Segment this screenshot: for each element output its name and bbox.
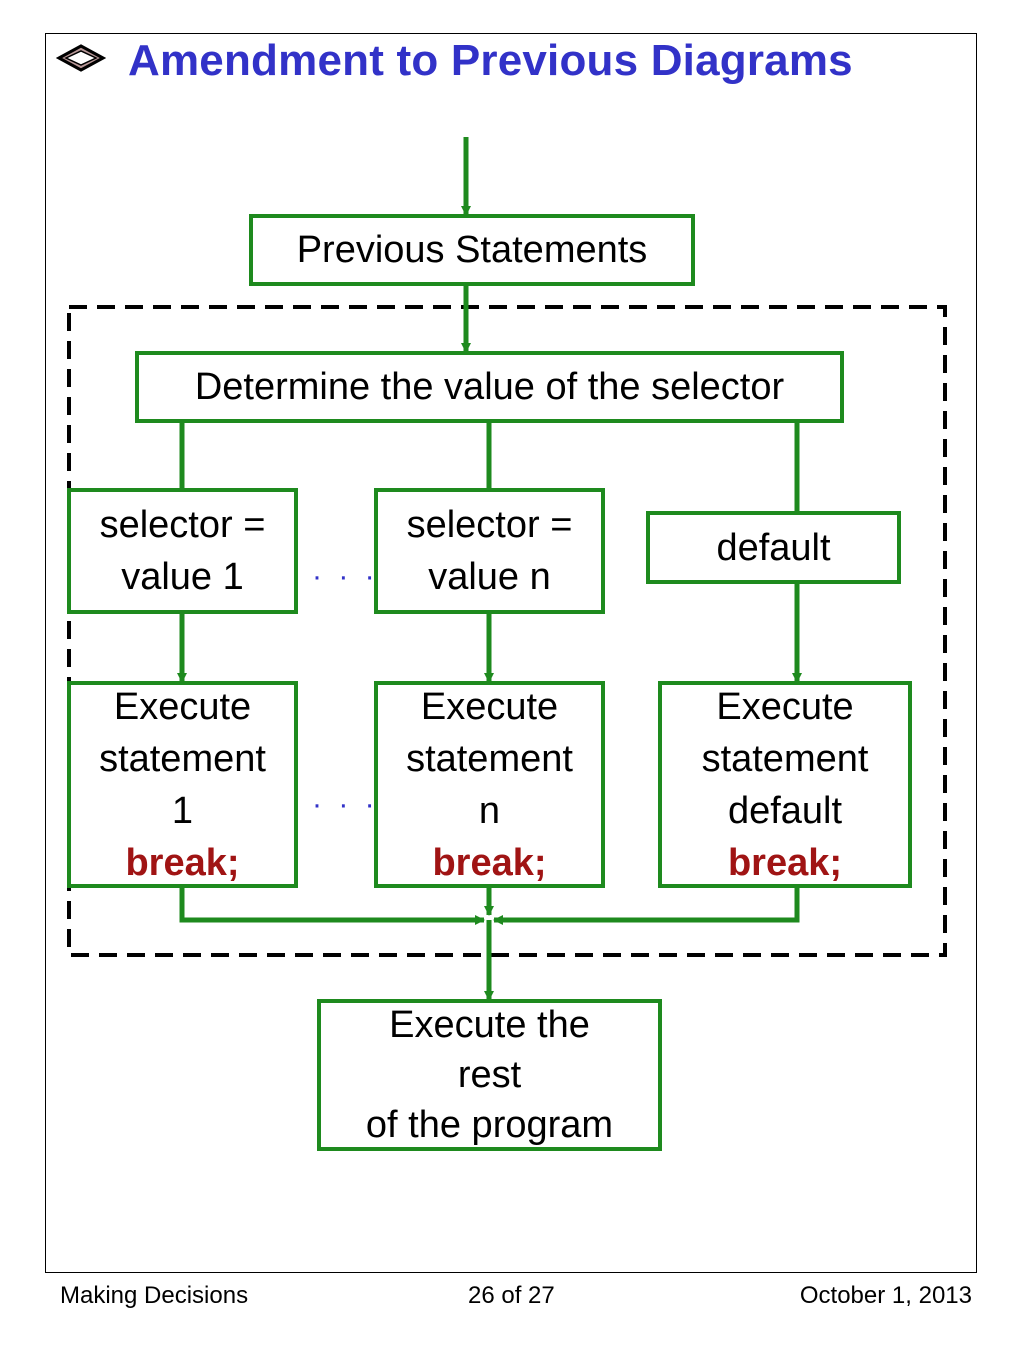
switch-statement-boundary [67,305,947,957]
execute-rest-box: Execute the rest of the program [317,999,662,1151]
execute-1-line1: Execute [113,685,252,728]
execute-statement-default-box: Execute statement default break; [658,681,912,888]
case-value-1-line1: selector = [99,504,266,546]
execute-1-line3: 1 [171,789,194,832]
case-value-1-line2: value 1 [121,556,244,598]
determine-selector-box: Determine the value of the selector [135,351,844,423]
break-keyword-default: break; [727,841,843,884]
execute-n-line2: statement [406,737,573,780]
diamond-bullet-icon [56,44,106,72]
execute-n-line1: Execute [420,685,559,728]
break-keyword-n: break; [432,841,547,884]
execute-1-line2: statement [99,737,266,780]
footer-date: October 1, 2013 [799,1282,972,1309]
footer-page-number: 26 of 27 [468,1282,555,1309]
previous-statements-label: Previous Statements [296,229,648,271]
exec1-merge-arrow [179,887,485,925]
execute-rest-line3: of the program [365,1104,614,1146]
execute-rest-line1: Execute the [389,1004,590,1046]
case-value-1-box: selector = value 1 [67,488,298,614]
determine-selector-label: Determine the value of the selector [194,366,785,408]
execute-default-line2: statement [701,737,869,780]
execute-rest-line2: rest [457,1054,522,1096]
default-case-label: default [716,526,831,569]
default-case-box: default [646,511,901,584]
case-value-n-box: selector = value n [374,488,605,614]
break-keyword-1: break; [125,841,240,884]
execute-statement-1-box: Execute statement 1 break; [67,681,298,888]
case-ellipsis: · · · [312,560,379,593]
execute-default-line1: Execute [716,685,854,728]
case-value-n-line2: value n [428,556,551,598]
case-value-n-line1: selector = [406,504,573,546]
footer-section-title: Making Decisions [60,1282,249,1309]
page-title: Amendment to Previous Diagrams [128,36,853,85]
execute-statement-n-box: Execute statement n break; [374,681,605,888]
previous-statements-box: Previous Statements [249,214,695,286]
execute-default-line3: default [727,789,843,832]
execdef-merge-arrow [493,887,800,925]
execute-n-line3: n [478,789,501,832]
execute-ellipsis: · · · [312,788,379,821]
